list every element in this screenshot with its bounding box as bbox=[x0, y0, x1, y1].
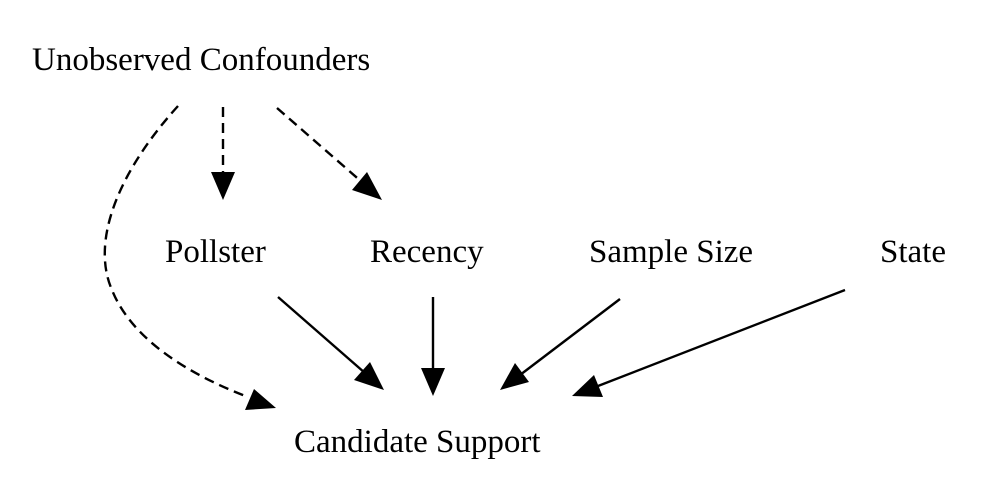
node-candidate-support: Candidate Support bbox=[294, 424, 541, 460]
node-sample-size: Sample Size bbox=[589, 234, 753, 270]
edge-state-to-candidate-support bbox=[572, 288, 846, 397]
edge-confounders-to-recency bbox=[276, 107, 382, 200]
node-recency: Recency bbox=[370, 234, 484, 270]
edge-recency-to-candidate-support bbox=[421, 297, 445, 396]
edge-confounders-to-pollster bbox=[211, 107, 235, 200]
node-pollster: Pollster bbox=[165, 234, 266, 270]
node-state: State bbox=[880, 234, 946, 270]
node-unobserved-confounders: Unobserved Confounders bbox=[32, 42, 370, 78]
edge-confounders-to-candidate-support bbox=[103, 105, 276, 410]
edge-sample-size-to-candidate-support bbox=[500, 298, 621, 390]
edge-pollster-to-candidate-support bbox=[277, 296, 384, 390]
